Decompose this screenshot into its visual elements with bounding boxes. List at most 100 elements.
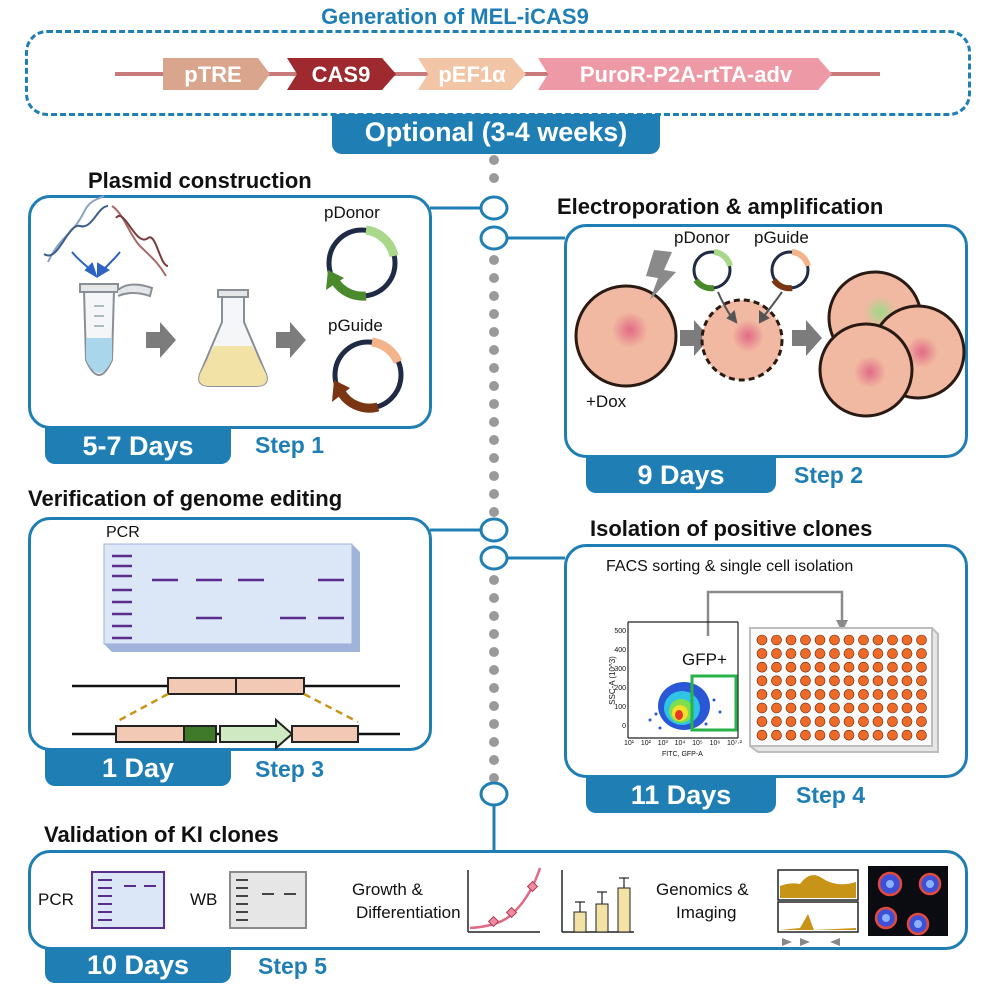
facs-y-tick: 200 xyxy=(614,685,626,692)
well xyxy=(756,648,768,659)
well xyxy=(814,702,826,714)
facs-x-tick: 10⁷·² xyxy=(726,740,742,747)
cas9-label: CAS9 xyxy=(311,62,371,87)
well xyxy=(756,702,768,714)
sort-arrow xyxy=(706,590,844,636)
well xyxy=(771,716,782,727)
genomics-tracks-icon xyxy=(777,869,859,946)
timeline-dots xyxy=(489,155,499,783)
western-blot-icon xyxy=(229,871,307,929)
well xyxy=(858,702,869,714)
well xyxy=(872,702,884,714)
well xyxy=(916,716,927,727)
step4-title: Isolation of positive clones xyxy=(590,516,873,541)
well xyxy=(901,689,913,700)
facs-x-tick: 10⁴ xyxy=(674,740,686,747)
well xyxy=(887,634,898,646)
well xyxy=(872,689,884,700)
facs-x-ticks: 10¹ 10² 10³ 10⁴ 10⁵ 10⁶ 10⁷·² xyxy=(624,740,742,747)
facs-x-tick: 10¹ xyxy=(624,740,635,747)
well xyxy=(858,675,869,687)
step2-title: Electroporation & amplification xyxy=(557,194,884,219)
well xyxy=(785,675,797,687)
well xyxy=(858,634,869,646)
facs-plot xyxy=(627,621,739,739)
well xyxy=(858,648,869,659)
construct-diagram xyxy=(115,58,880,90)
knockin-locus-icon xyxy=(72,692,400,751)
well xyxy=(872,675,884,687)
well xyxy=(756,716,768,727)
well xyxy=(771,729,782,741)
pef1a-label: pEF1α xyxy=(438,62,506,87)
well xyxy=(800,661,811,673)
facs-y-tick: 100 xyxy=(614,704,626,711)
well xyxy=(901,716,913,727)
genomics-label-1: Genomics & xyxy=(656,880,749,899)
well xyxy=(800,675,811,687)
well xyxy=(800,689,811,700)
facs-y-tick: 500 xyxy=(614,628,626,635)
well xyxy=(814,634,826,646)
ptre-label: pTRE xyxy=(184,62,242,87)
well xyxy=(800,729,811,741)
well xyxy=(887,675,898,687)
step1-step-label: Step 1 xyxy=(255,432,325,458)
genomics-label-2: Imaging xyxy=(676,903,737,922)
microscopy-image-icon xyxy=(868,866,948,936)
amplified-cells-icon xyxy=(818,270,966,418)
well xyxy=(872,634,884,646)
well xyxy=(785,716,797,727)
well xyxy=(858,689,869,700)
well xyxy=(887,661,898,673)
well xyxy=(829,634,840,646)
well xyxy=(814,716,826,727)
header-title: Generation of MEL-iCAS9 xyxy=(321,4,589,29)
step3-step-label: Step 3 xyxy=(255,756,325,782)
step3-pcr-label: PCR xyxy=(106,524,140,541)
well xyxy=(800,716,811,727)
step2-pdonor-label: pDonor xyxy=(674,228,730,247)
well xyxy=(843,634,855,646)
pguide-plasmid-icon xyxy=(332,337,404,413)
well xyxy=(785,689,797,700)
well xyxy=(829,675,840,687)
well xyxy=(858,661,869,673)
facs-x-tick: 10⁵ xyxy=(692,740,703,747)
well xyxy=(771,634,782,646)
well xyxy=(829,716,840,727)
step2-duration-tab: 9 Days xyxy=(586,457,776,493)
process-arrow-icon xyxy=(680,320,710,356)
bar-chart-icon xyxy=(561,870,634,933)
well xyxy=(829,661,840,673)
step1-pdonor-label: pDonor xyxy=(324,203,380,222)
process-arrow-icon xyxy=(792,320,822,356)
pguide-plasmid-icon xyxy=(770,249,811,292)
growth-label-1: Growth & xyxy=(352,880,423,899)
well xyxy=(901,702,913,714)
well xyxy=(843,702,855,714)
facs-x-tick: 10³ xyxy=(657,740,668,747)
lightning-icon xyxy=(646,250,676,300)
well xyxy=(843,729,855,741)
gate-label: GFP+ xyxy=(682,650,727,669)
facs-y-ticks: 500 400 300 200 100 0 xyxy=(612,622,626,738)
step4-subtitle: FACS sorting & single cell isolation xyxy=(606,558,854,575)
well xyxy=(901,648,913,659)
step1-title: Plasmid construction xyxy=(88,168,312,193)
step4-step-label: Step 4 xyxy=(796,782,866,808)
well xyxy=(771,648,782,659)
well xyxy=(756,689,768,700)
dna-helix-icon xyxy=(43,195,169,277)
well xyxy=(785,648,797,659)
process-arrow-icon xyxy=(146,322,306,358)
well xyxy=(916,702,927,714)
arrow-icon xyxy=(71,251,121,279)
well xyxy=(916,675,927,687)
well xyxy=(785,661,797,673)
well xyxy=(756,634,768,646)
plasmid-entry-arrows xyxy=(717,291,783,324)
